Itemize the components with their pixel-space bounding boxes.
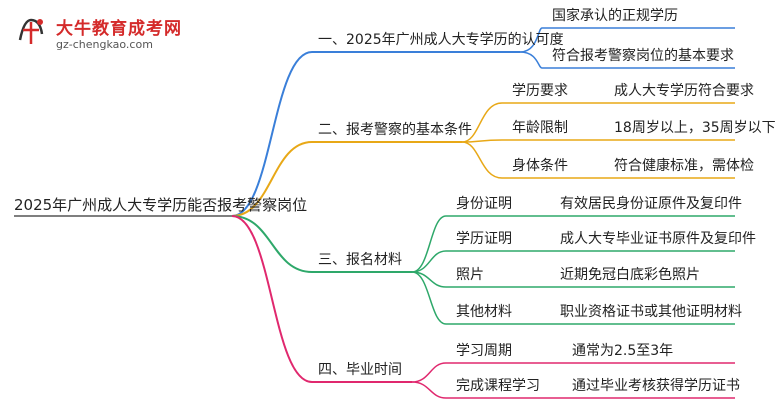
- site-logo[interactable]: 大牛教育成考网 gz-chengkao.com: [6, 8, 206, 56]
- branch-3-item-4-label: 其他材料: [456, 304, 512, 320]
- branch-4-item-1-detail: 通常为2.5至3年: [572, 343, 674, 359]
- branch-4-item-2-connector: [411, 381, 447, 399]
- branch-2-item-1-detail: 成人大专学历符合要求: [614, 83, 754, 99]
- mind-map-root: 2025年广州成人大专学历能否报考警察岗位: [14, 196, 308, 214]
- logo-title: 大牛教育成考网: [56, 19, 182, 39]
- branch-3-item-1-detail: 有效居民身份证原件及复印件: [560, 196, 742, 212]
- branch-3-connector: [231, 215, 313, 273]
- branch-3-item-1-label: 身份证明: [456, 196, 512, 212]
- branch-2-item-1-label: 学历要求: [512, 83, 568, 99]
- branch-4-item-2-label: 完成课程学习: [456, 378, 540, 394]
- branch-2-connector: [231, 141, 313, 217]
- branch-4-item-1-label: 学习周期: [456, 343, 512, 359]
- branch-3-item-4-detail: 职业资格证书或其他证明材料: [560, 304, 742, 320]
- branch-1-connector: [231, 51, 313, 217]
- branch-1-item-2-label: 符合报考警察岗位的基本要求: [552, 48, 734, 64]
- logo-url: gz-chengkao.com: [56, 38, 153, 51]
- branch-2-item-3-label: 身体条件: [512, 158, 568, 174]
- branch-3-item-3-detail: 近期免冠白底彩色照片: [560, 267, 700, 283]
- branch-3-item-2-connector: [411, 250, 447, 273]
- branch-4-label: 四、毕业时间: [318, 362, 402, 378]
- branch-1-item-2-connector: [519, 51, 543, 69]
- branch-4-connector: [231, 215, 313, 383]
- branch-3-label: 三、报名材料: [318, 252, 402, 268]
- branch-3-item-2-label: 学历证明: [456, 231, 512, 247]
- branch-3-item-4-connector: [411, 271, 447, 325]
- branch-2-label: 二、报考警察的基本条件: [318, 122, 472, 138]
- branch-1-item-1-connector: [519, 27, 543, 53]
- branch-4-item-1-connector: [411, 362, 447, 383]
- mind-map-connectors: [14, 27, 735, 399]
- logo-mark-icon: [18, 18, 44, 44]
- branch-2-item-3-connector: [461, 141, 503, 179]
- branch-1-item-1-label: 国家承认的正规学历: [552, 8, 678, 24]
- branch-3-item-3-label: 照片: [456, 267, 484, 283]
- branch-2-item-2-detail: 18周岁以上，35周岁以下: [614, 120, 776, 136]
- branch-3-item-2-detail: 成人大专毕业证书原件及复印件: [560, 231, 756, 247]
- branch-4-item-2-detail: 通过毕业考核获得学历证书: [572, 378, 740, 394]
- branch-3-item-1-connector: [411, 215, 447, 273]
- branch-2-item-3-detail: 符合健康标准，需体检: [614, 158, 754, 174]
- branch-2-item-2-label: 年龄限制: [512, 120, 568, 136]
- branch-1-label: 一、2025年广州成人大专学历的认可度: [318, 32, 564, 48]
- branch-2-item-1-connector: [461, 102, 503, 143]
